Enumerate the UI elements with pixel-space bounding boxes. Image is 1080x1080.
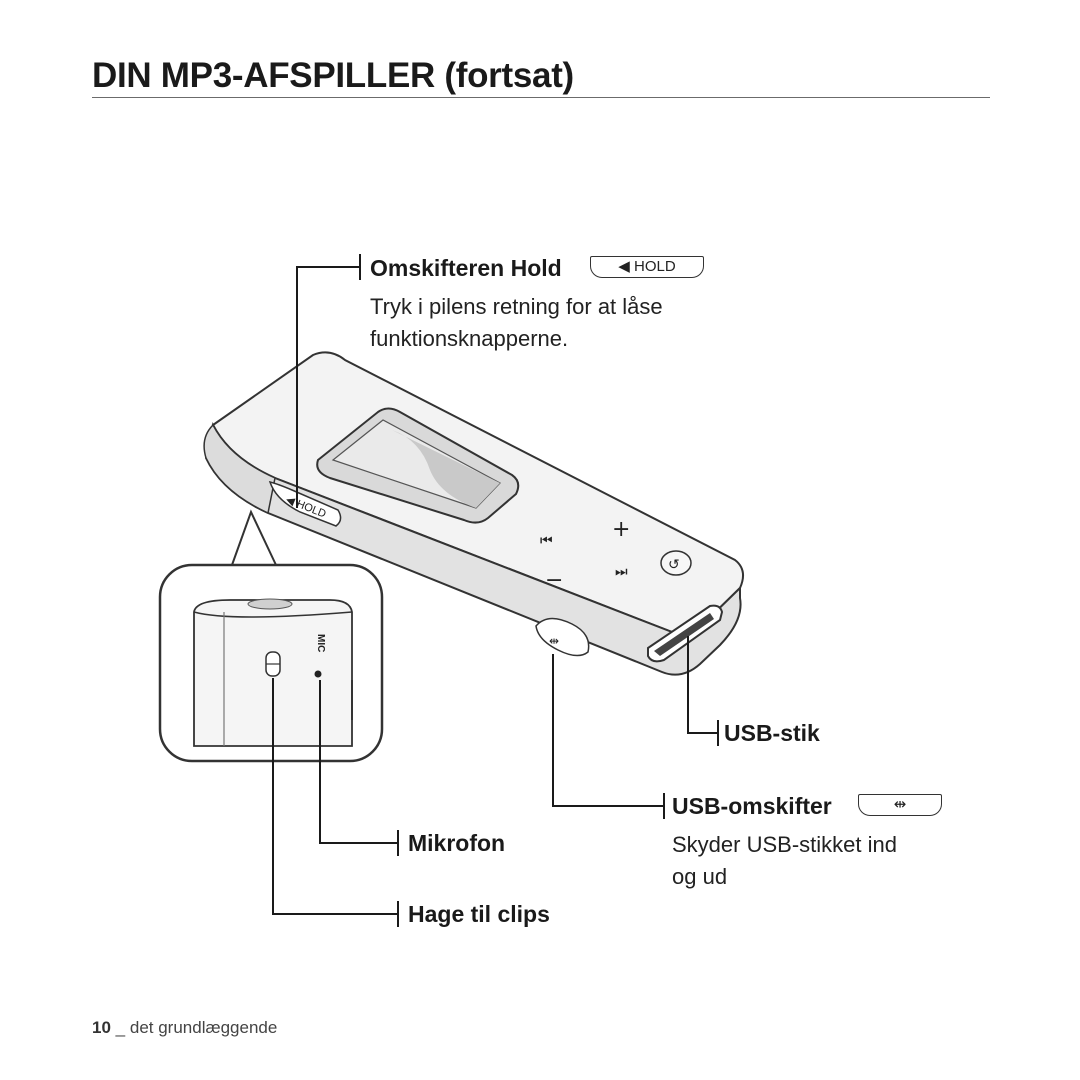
mic-label: Mikrofon [408,830,506,856]
device-usb-icon: ⇹ [549,634,559,648]
page-number: 10 [92,1018,111,1037]
usb-switch-description: Skyder USB-stikket ind og ud [672,829,897,893]
back-button [660,550,692,576]
mic-hole [314,670,322,678]
hold-desc-line-1: Tryk i pilens retning for at låse [370,294,663,319]
mic-detail-inset: MIC [158,563,384,763]
leader-lines [272,254,719,927]
usb-icon: ⇹ [893,796,907,813]
page-footer: 10 _ det grundlæggende [92,1018,277,1038]
volume-up-icon: + [612,517,630,542]
next-icon: ⏭ [615,564,628,580]
hold-switch-label: Omskifteren Hold [370,255,562,281]
back-icon: ↺ [668,557,680,573]
usb-desc-line-2: og ud [672,864,728,889]
hold-switch-badge: ◀ HOLD [590,256,704,278]
page-title: DIN MP3-AFSPILLER (fortsat) [92,56,574,95]
usb-desc-line-1: Skyder USB-stikket ind [672,832,897,857]
mp3-player-illustration: ◀ HOLD ⏮ + − ⏭ ↺ ⇹ [203,351,745,676]
prev-icon: ⏮ [540,533,553,549]
hold-switch-description: Tryk i pilens retning for at låse funkti… [370,291,663,355]
usb-switch-label: USB-omskifter [672,793,832,819]
clip-hook-label: Hage til clips [408,901,550,927]
hold-desc-line-2: funktionsknapperne. [370,326,569,351]
footer-separator: _ [115,1018,126,1037]
section-name: det grundlæggende [129,1018,278,1037]
usb-switch-badge: ⇹ [858,794,942,816]
mic-label-on-device: MIC [315,634,326,652]
usb-jack-label: USB-stik [724,720,820,746]
zoom-pointer [231,509,277,566]
volume-down-icon: − [545,568,563,593]
title-divider [92,97,990,98]
